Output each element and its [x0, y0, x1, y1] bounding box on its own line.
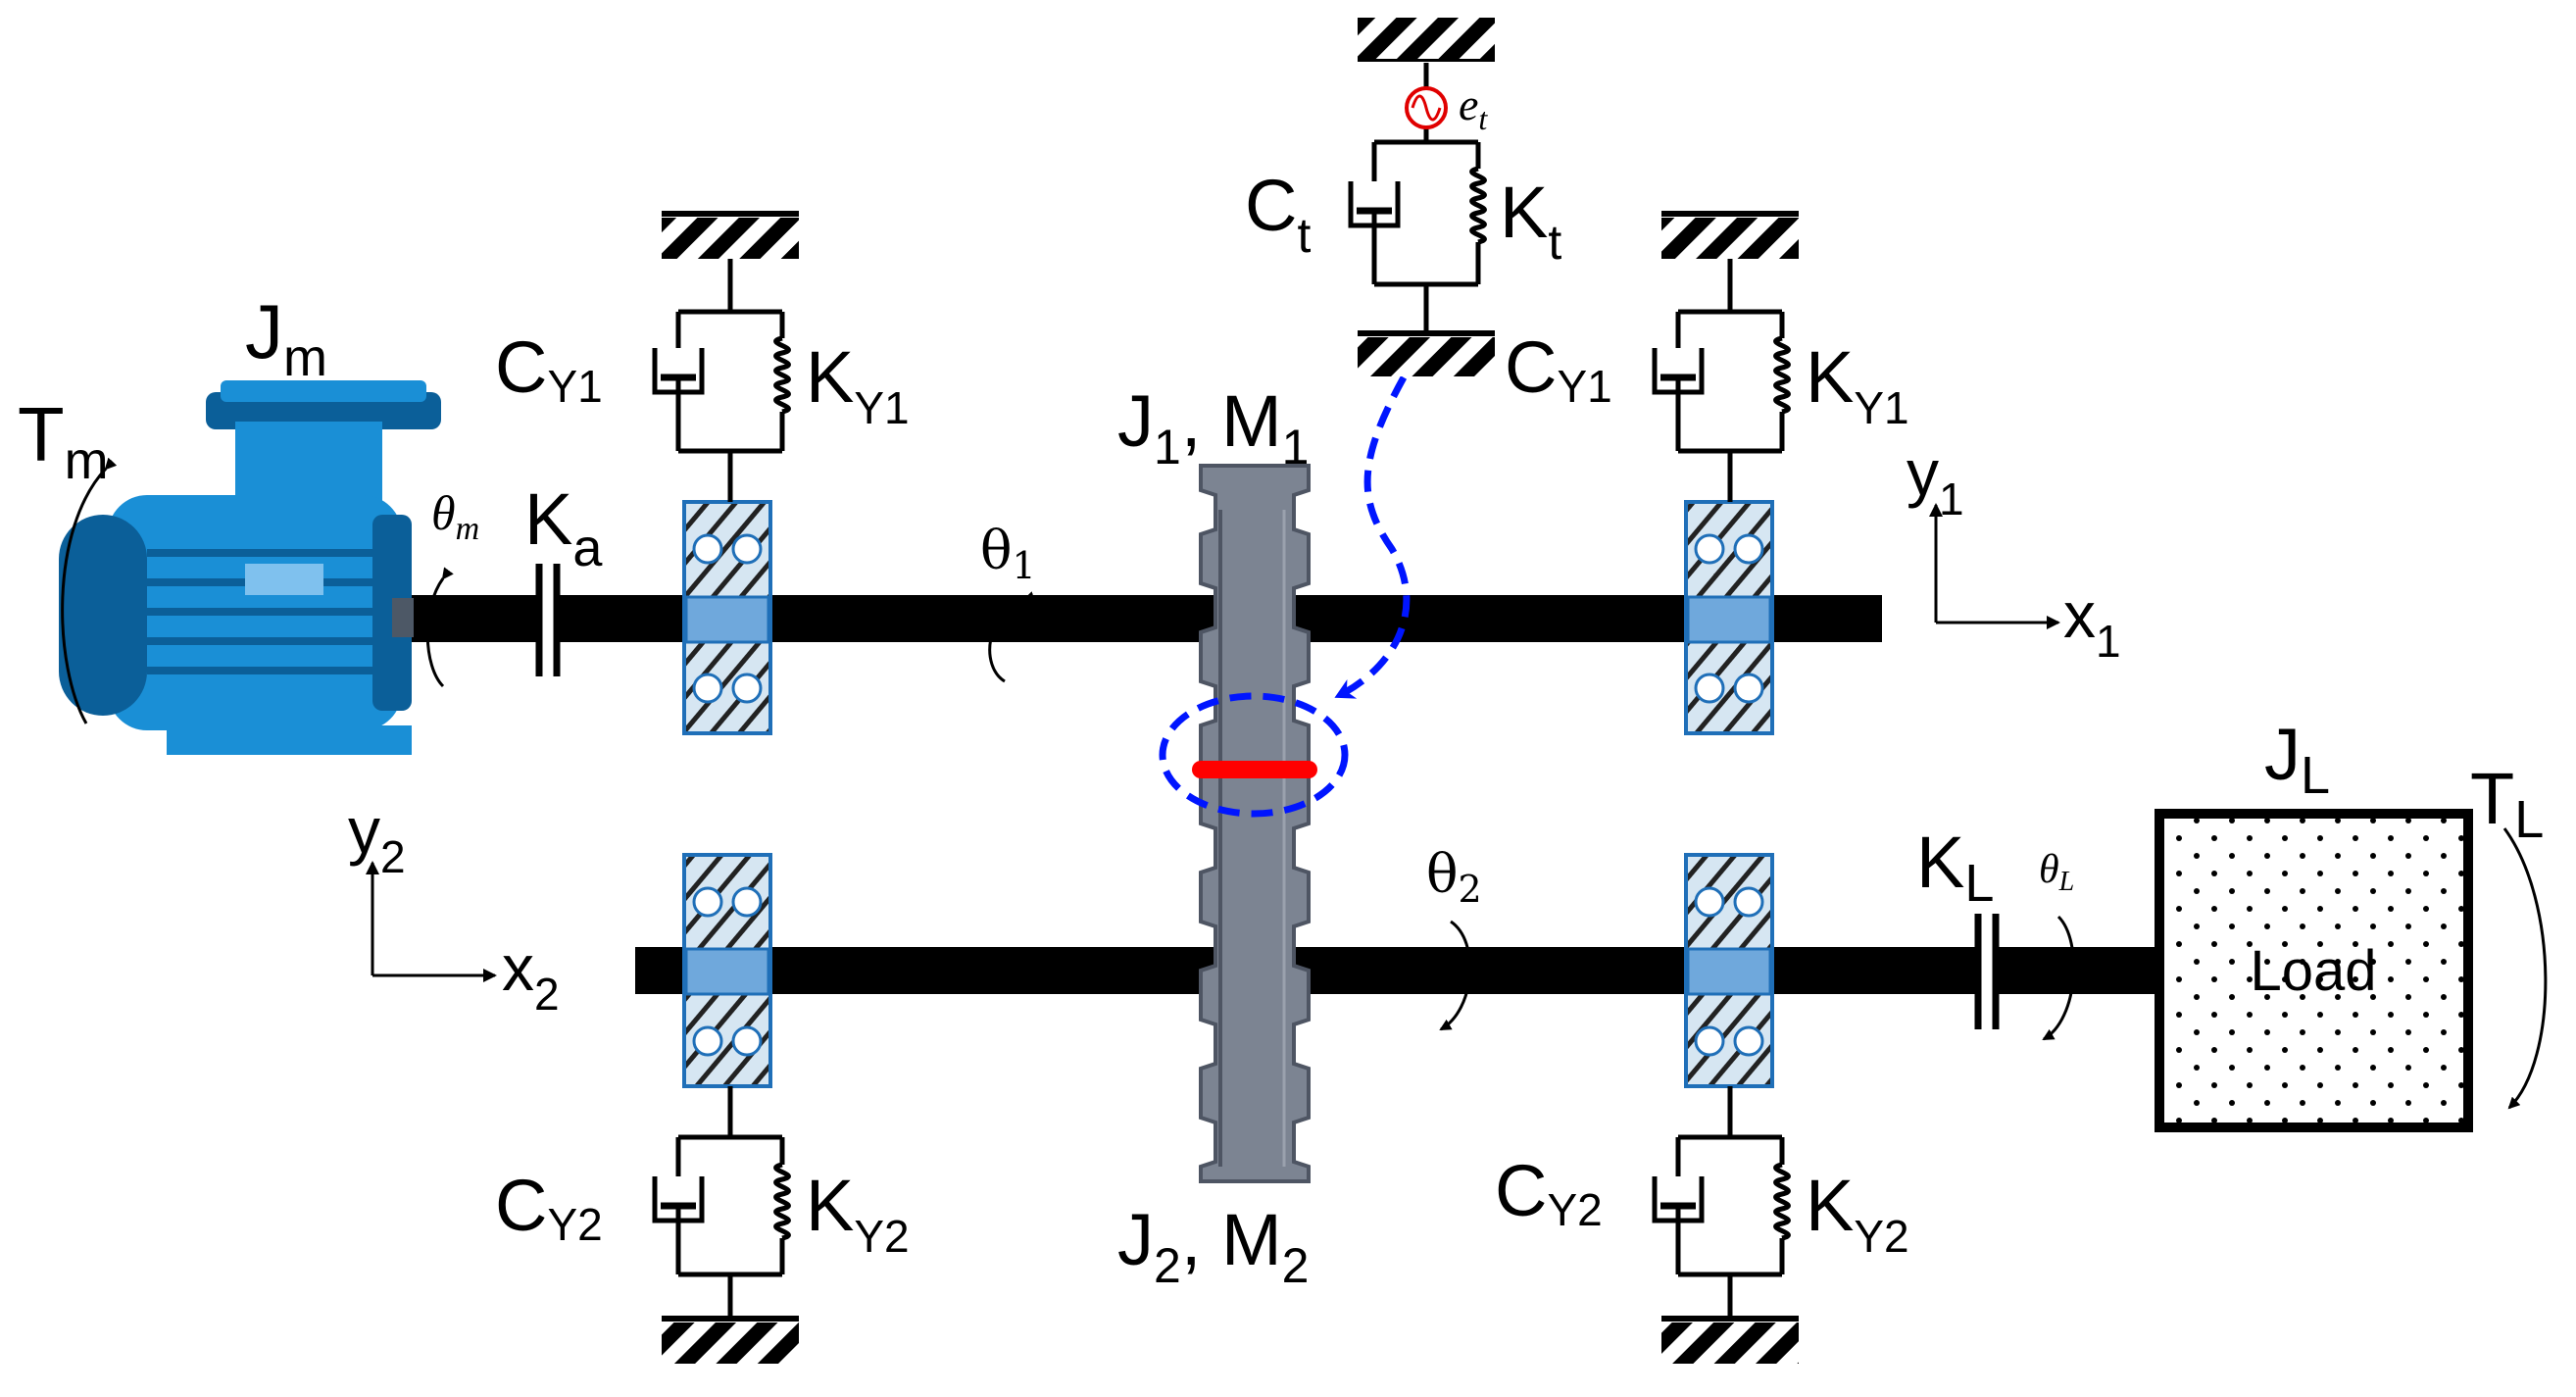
label-theta-m: θm: [431, 485, 479, 547]
spring-icon: [773, 335, 791, 451]
label-jm: Jm: [245, 288, 327, 387]
label-x1: x1: [2063, 578, 2121, 667]
input-shaft: [407, 595, 1882, 642]
theta-2-rotation-arrow: [1439, 920, 1472, 1031]
support-lower-right: [1652, 1086, 1791, 1319]
label-j2-m2: J2, M2: [1117, 1199, 1309, 1293]
label-y1: y1: [1907, 436, 1964, 524]
label-ky1-right: KY1: [1806, 336, 1909, 433]
load-box: [2155, 809, 2473, 1132]
spring-icon: [773, 1162, 791, 1274]
label-theta-1: θ1: [980, 520, 1036, 587]
label-theta-2: θ2: [1426, 843, 1482, 911]
label-ky2-left: KY2: [806, 1165, 910, 1262]
label-ct: Ct: [1245, 165, 1311, 263]
electric-motor-icon: [59, 380, 441, 755]
support-lower-left: [652, 1086, 791, 1319]
output-shaft: [635, 947, 2159, 994]
mesh-link-dashed-curve: [1334, 375, 1411, 700]
tl-rotation-arrow: [2502, 827, 2548, 1110]
label-cy1-left: CY1: [495, 326, 603, 412]
spring-icon: [1469, 166, 1487, 284]
label-tm: Tm: [18, 391, 109, 490]
sine-source-icon: [1405, 86, 1448, 129]
damper-icon: [1652, 348, 1705, 451]
support-upper-right: [1652, 259, 1791, 502]
label-jl: JL: [2264, 714, 2330, 805]
theta-l-rotation-arrow: [2042, 915, 2076, 1041]
label-ky1-left: KY1: [806, 336, 910, 433]
spur-gear-icon: [1199, 464, 1311, 1183]
theta-m-rotation-arrow: [425, 567, 454, 688]
label-kt: Kt: [1500, 172, 1561, 270]
damper-icon: [652, 348, 705, 451]
coupling-kl: [1974, 914, 2000, 1029]
label-cy2-left: CY2: [495, 1165, 603, 1250]
label-et: et: [1459, 79, 1488, 136]
label-ky2-right: KY2: [1806, 1165, 1909, 1262]
label-theta-l: θL: [2039, 847, 2074, 897]
bearing-lower-right: [1684, 853, 1774, 1088]
label-tl: TL: [2470, 758, 2544, 849]
damper-icon: [1348, 181, 1401, 284]
label-kl: KL: [1916, 822, 1994, 913]
load-label: Load: [2250, 939, 2376, 1003]
axes-x1-y1: [1929, 503, 2060, 629]
bearing-upper-right: [1684, 500, 1774, 735]
damper-icon: [1652, 1176, 1705, 1274]
coupling-ka: [535, 564, 561, 676]
label-x2: x2: [502, 931, 560, 1020]
label-y2: y2: [348, 794, 406, 882]
label-ka: Ka: [524, 478, 603, 577]
tm-rotation-arrow: [61, 457, 118, 724]
upper-gear: [1199, 464, 1311, 776]
lower-gear: [1199, 773, 1311, 1183]
mesh-zone-ellipse: [1159, 692, 1349, 818]
spring-icon: [1773, 1162, 1791, 1274]
ground-hatch-icon: [662, 18, 1799, 1364]
support-upper-left: [652, 259, 791, 502]
label-cy1-right: CY1: [1505, 326, 1612, 412]
label-cy2-right: CY2: [1495, 1150, 1603, 1235]
axes-x2-y2: [366, 861, 497, 982]
damper-icon: [652, 1176, 705, 1274]
bearing-upper-left: [682, 500, 772, 735]
spring-icon: [1773, 335, 1791, 451]
theta-1-rotation-arrow: [988, 591, 1036, 683]
label-j1-m1: J1, M1: [1117, 380, 1309, 474]
support-top-mesh: [1348, 63, 1487, 333]
bearing-lower-left: [682, 853, 772, 1088]
ball-bearing-icon: [682, 500, 1774, 1088]
